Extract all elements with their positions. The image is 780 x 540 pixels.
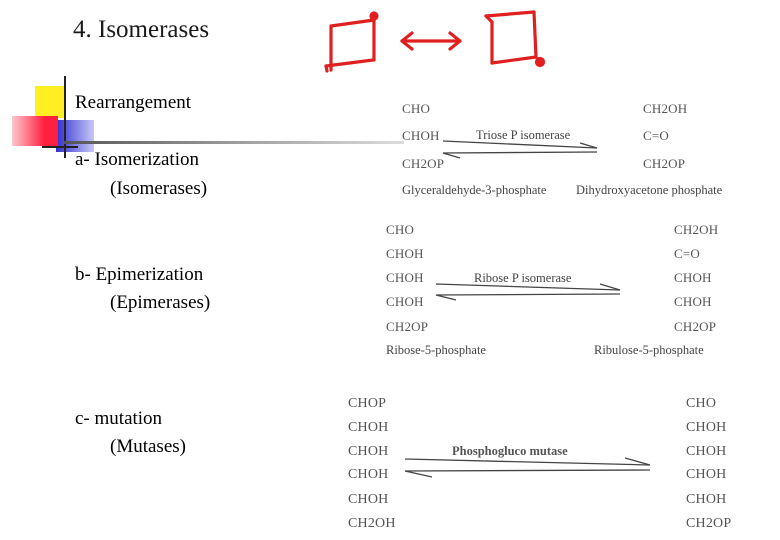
ribose-right-name: Ribulose-5-phosphate <box>594 343 704 357</box>
bullet-mutases: (Mutases) <box>110 436 186 457</box>
triose-left-2: CHOH <box>402 128 440 143</box>
ribose-left-4: CHOH <box>386 294 424 309</box>
double-arrow-icon <box>400 31 462 51</box>
left-shape-icon <box>324 11 379 73</box>
triose-equilibrium-arrow <box>442 140 598 159</box>
deco-red-square <box>12 116 58 146</box>
page-title: 4. Isomerases <box>73 16 210 43</box>
triose-left-name: Glyceraldehyde-3-phosphate <box>402 183 547 197</box>
bullet-isomerization: a- Isomerization <box>75 149 199 170</box>
ribose-enzyme-label: Ribose P isomerase <box>474 271 572 285</box>
mutase-right-5: CHOH <box>686 492 727 507</box>
ribose-equilibrium-arrow <box>435 283 621 301</box>
triose-right-name: Dihydroxyacetone phosphate <box>576 183 723 197</box>
mutase-left-6: CH2OH <box>348 516 396 531</box>
deco-short-line <box>42 146 78 148</box>
mutase-right-1: CHO <box>686 396 717 411</box>
mutase-right-3: CHOH <box>686 444 727 459</box>
mutase-right-6: CH2OP <box>686 516 732 531</box>
ribose-right-1: CH2OH <box>674 222 719 237</box>
ribose-right-2: C=O <box>674 246 700 261</box>
bullet-mutation: c- mutation <box>75 408 163 429</box>
deco-yellow-square <box>35 86 65 118</box>
ribose-left-3: CHOH <box>386 270 424 285</box>
triose-right-1: CH2OH <box>643 101 688 116</box>
ribose-right-5: CH2OP <box>674 319 717 334</box>
mutase-left-3: CHOH <box>348 444 389 459</box>
bullet-epimerases: (Epimerases) <box>110 292 211 313</box>
bullet-isomerases: (Isomerases) <box>110 178 208 199</box>
triose-left-1: CHO <box>402 101 431 116</box>
bullet-epimerization: b- Epimerization <box>75 264 204 285</box>
triose-right-3: CH2OP <box>643 156 686 171</box>
triose-enzyme-label: Triose P isomerase <box>476 128 571 142</box>
ribose-left-2: CHOH <box>386 246 424 261</box>
mutase-left-1: CHOP <box>348 396 387 411</box>
right-shape-icon <box>484 10 546 68</box>
deco-vertical-line <box>64 76 66 158</box>
triose-left-3: CH2OP <box>402 156 445 171</box>
ribose-left-1: CHO <box>386 222 415 237</box>
mutase-enzyme-label: Phosphogluco mutase <box>452 444 568 458</box>
ribose-right-4: CHOH <box>674 294 712 309</box>
triose-right-2: C=O <box>643 128 669 143</box>
mutase-left-2: CHOH <box>348 420 389 435</box>
ribose-left-name: Ribose-5-phosphate <box>386 343 486 357</box>
mutase-left-5: CHOH <box>348 492 389 507</box>
mutase-left-4: CHOH <box>348 467 389 482</box>
ribose-left-5: CH2OP <box>386 319 429 334</box>
mutase-equilibrium-arrow <box>404 457 651 478</box>
mutase-right-2: CHOH <box>686 420 727 435</box>
mutase-right-4: CHOH <box>686 467 727 482</box>
ribose-right-3: CHOH <box>674 270 712 285</box>
bullet-rearrangement: Rearrangement <box>75 92 192 113</box>
deco-horizontal-line <box>64 141 404 144</box>
